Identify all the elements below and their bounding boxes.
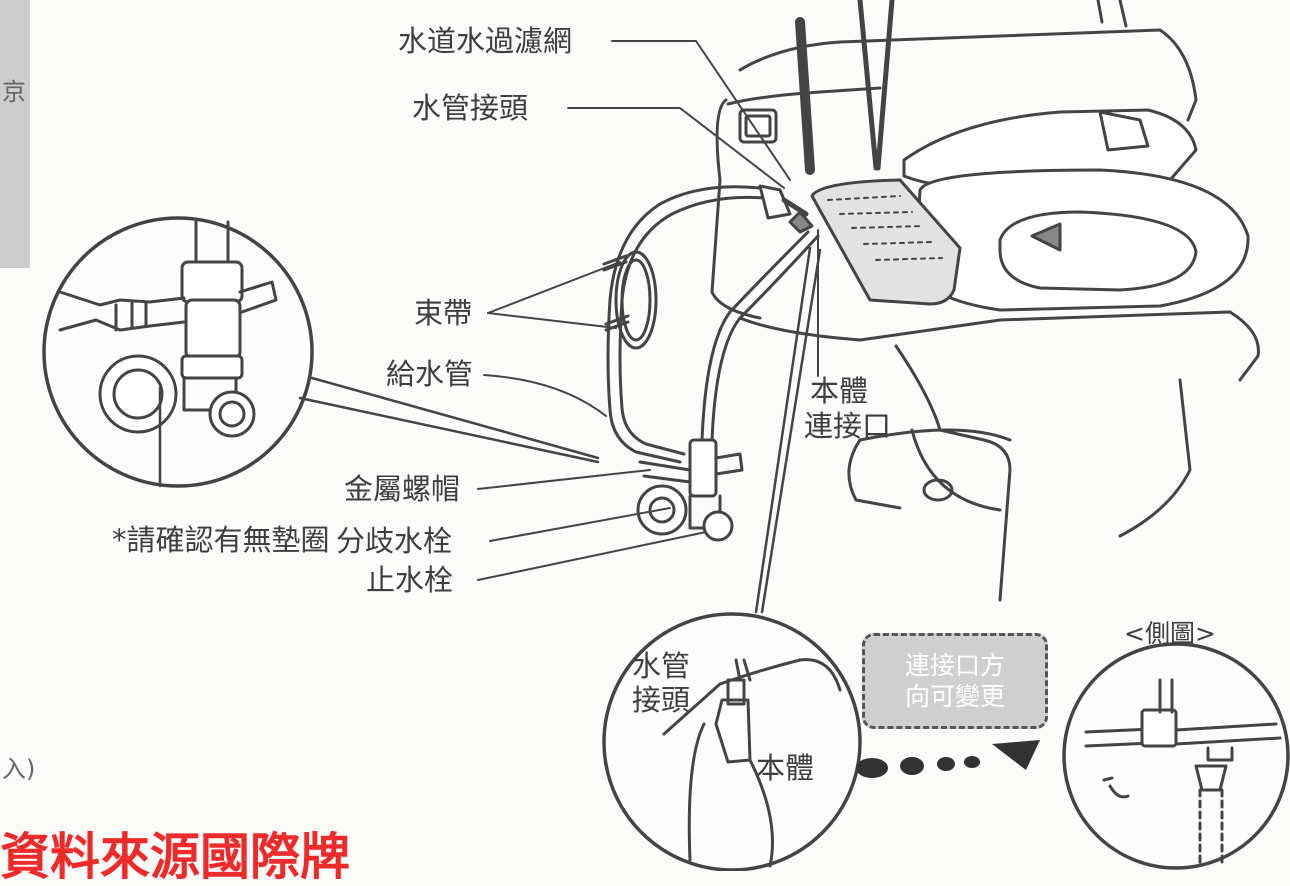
note-box: 連接口方 向可變更 — [862, 633, 1048, 729]
label-body-port-2: 連接口 — [804, 409, 892, 443]
branch-valve — [636, 438, 744, 542]
label-body-port: 本體 — [810, 374, 869, 408]
label-hose-joint: 水管接頭 — [412, 91, 529, 125]
label-side-view: <側圖> — [1124, 619, 1216, 648]
callout-wedge — [298, 376, 600, 464]
label-branch-valve: 分歧水栓 — [336, 524, 453, 558]
label-supply-pipe: 給水管 — [386, 357, 474, 391]
supply-hose — [602, 184, 820, 464]
page-edge-strip — [0, 0, 30, 268]
source-watermark: 資料來源國際牌 — [0, 827, 350, 886]
toilet-body — [710, 0, 1260, 602]
hose-joint-detail — [602, 612, 862, 871]
label-check-gasket: *請確認有無墊圈 — [112, 523, 330, 557]
label-detail-hose-joint: 水管 — [632, 649, 691, 683]
edge-fragment-top: 京 — [2, 78, 26, 106]
edge-fragment-bottom: 入) — [2, 755, 36, 783]
magnified-valve-detail — [42, 216, 314, 488]
label-detail-hose-joint-2: 接頭 — [632, 683, 691, 717]
label-band: 束帶 — [414, 296, 473, 330]
direction-arrow — [856, 740, 1040, 778]
side-view-detail — [1062, 642, 1290, 870]
detail-callout — [754, 246, 822, 614]
note-box-line-1: 連接口方 — [904, 650, 1005, 680]
label-stop-valve: 止水栓 — [366, 563, 454, 597]
label-metal-nut: 金屬螺帽 — [344, 472, 461, 506]
leader-lines — [477, 40, 819, 581]
label-detail-body: 本體 — [756, 751, 815, 785]
note-box-line-2: 向可變更 — [904, 682, 1005, 711]
label-filter: 水道水過濾網 — [398, 24, 573, 58]
